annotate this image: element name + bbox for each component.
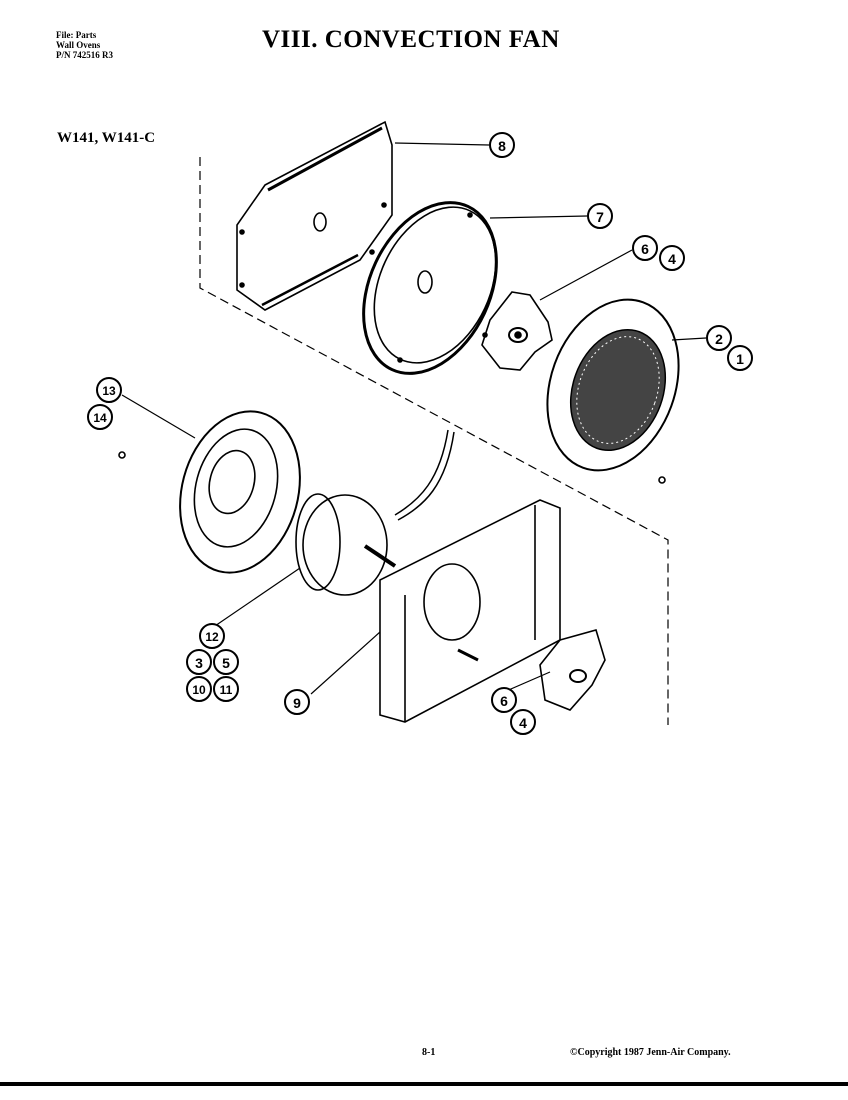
- category-line: Wall Ovens: [56, 40, 101, 50]
- callout-circle-6-bottom: [491, 687, 517, 713]
- fan-baffle-part: [362, 201, 498, 375]
- callout-circle-4-bottom: [510, 709, 536, 735]
- callout-circle-3: [186, 649, 212, 675]
- fan-motor-part: [295, 429, 455, 596]
- file-line: File: Parts: [56, 30, 97, 40]
- callout-circle-5: [213, 649, 239, 675]
- callout-5: 5: [222, 655, 230, 671]
- callout-11: 11: [220, 683, 233, 697]
- callout-3: 3: [195, 655, 203, 671]
- callout-9: 9: [293, 695, 301, 711]
- model-numbers: W141, W141-C: [57, 130, 156, 146]
- callout-13: 13: [102, 384, 116, 398]
- fan-grille-cover-part: [546, 298, 680, 484]
- callout-7: 7: [596, 209, 604, 225]
- callout-1: 1: [736, 351, 744, 367]
- callout-circle-4-top: [659, 245, 685, 271]
- back-panel-part: [236, 120, 393, 311]
- motor-bracket-part: [379, 499, 561, 723]
- callout-circle-8-top: [489, 132, 515, 158]
- page-number: 8-1: [422, 1047, 436, 1058]
- callout-circle-12: [199, 623, 225, 649]
- callout-circle-14: [87, 404, 113, 430]
- callout-circle-9: [284, 689, 310, 715]
- callout-circle-7: [587, 203, 613, 229]
- upper-fan-blade-part: [481, 291, 553, 371]
- callout-14: 14: [93, 411, 107, 425]
- part-number-line: P/N 742516 R3: [56, 50, 113, 60]
- callout-6-bottom: 6: [500, 693, 508, 709]
- copyright-notice: ©Copyright 1987 Jenn-Air Company.: [570, 1047, 731, 1058]
- callout-4-top: 4: [668, 251, 676, 267]
- callout-circle-6-top: [632, 235, 658, 261]
- lower-fan-blade-part: [539, 629, 606, 711]
- footer-rule: [0, 1082, 848, 1086]
- callout-12: 12: [205, 630, 219, 644]
- assembly-boundary: [199, 157, 669, 725]
- callout-circle-11: [213, 676, 239, 702]
- file-header: File: Parts Wall Ovens P/N 742516 R3: [56, 30, 113, 60]
- leader-lines: [121, 142, 707, 695]
- callout-2: 2: [715, 331, 723, 347]
- page-title: VIII. CONVECTION FAN: [262, 26, 560, 53]
- callout-10: 10: [192, 683, 206, 697]
- callout-circle-13: [96, 377, 122, 403]
- fan-housing-part: [118, 410, 301, 574]
- callout-circle-2: [706, 325, 732, 351]
- callout-circle-1: [727, 345, 753, 371]
- callout-6-top: 6: [641, 241, 649, 257]
- callout-circle-10: [186, 676, 212, 702]
- callout-4-bottom: 4: [519, 715, 527, 731]
- callout-8-top: 8: [498, 138, 506, 154]
